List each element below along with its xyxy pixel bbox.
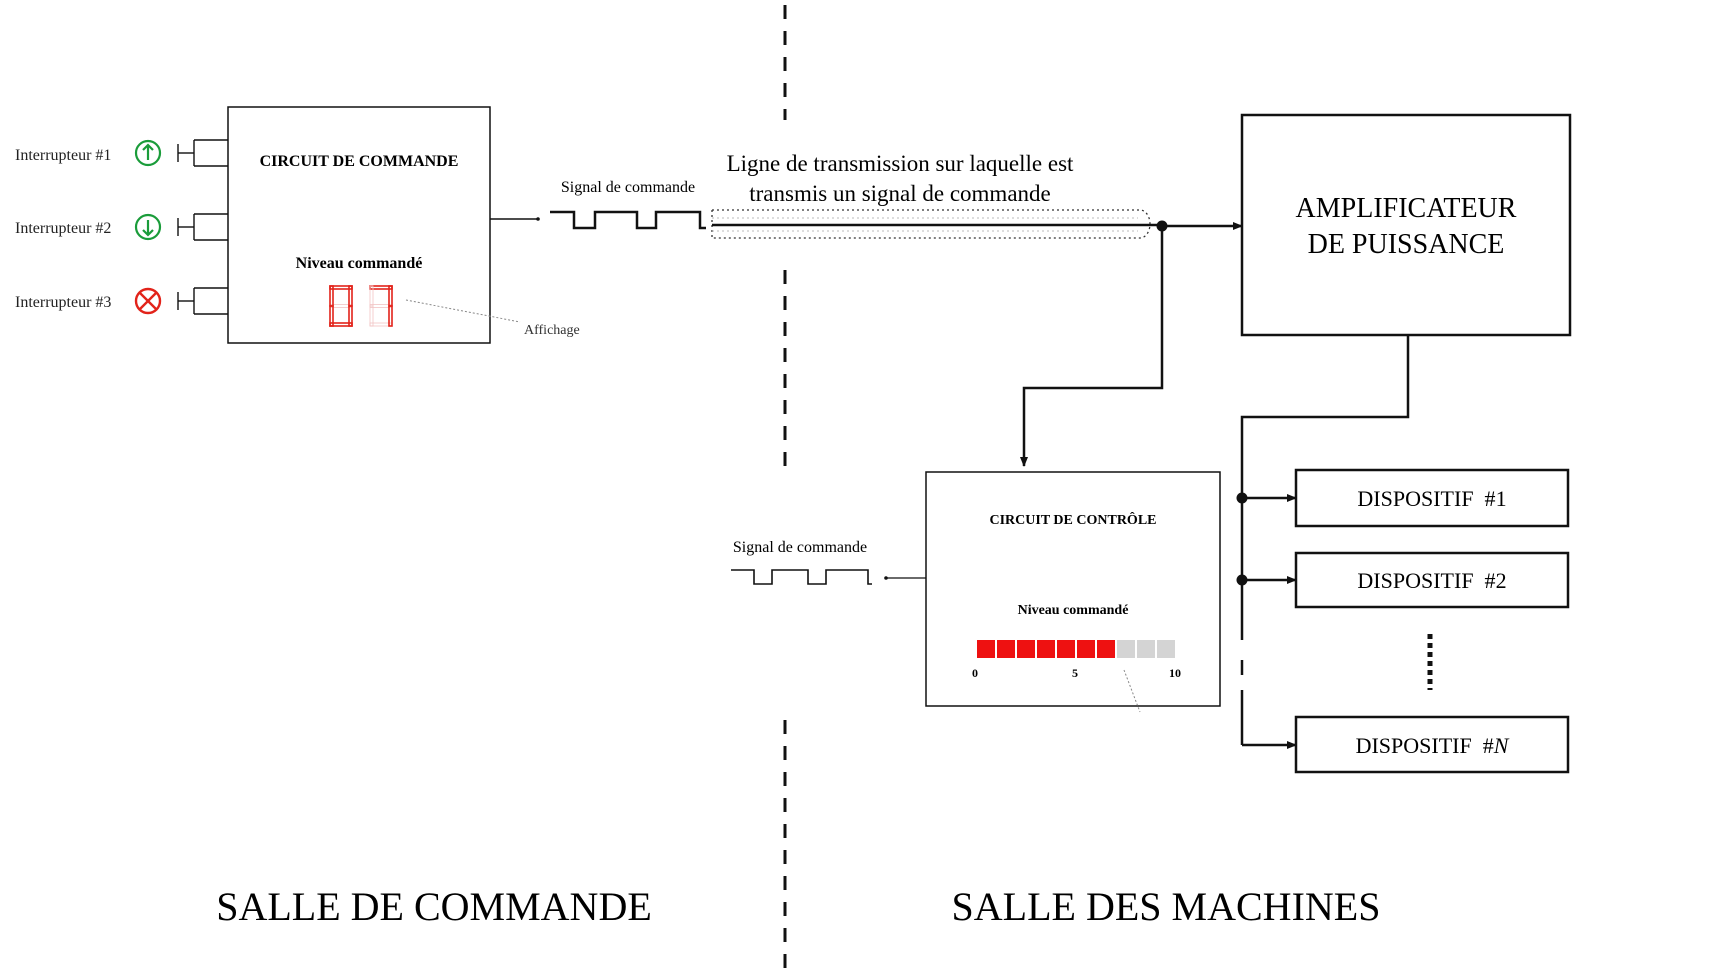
room-title-left: SALLE DE COMMANDE <box>216 884 652 929</box>
level-bar-cell <box>1157 640 1175 658</box>
amplifier-output-bus <box>1240 335 1410 640</box>
level-bar-graph <box>977 640 1175 658</box>
scale-label-10: 10 <box>1169 666 1181 680</box>
control-circuit-level-label: Niveau commandé <box>1018 603 1129 618</box>
signal-top-waveform <box>550 210 706 230</box>
switch-connector-1 <box>177 139 228 167</box>
transmission-line-text-1: Ligne de transmission sur laquelle est <box>727 151 1074 176</box>
device-label-1: DISPOSITIF #1 <box>1357 486 1506 511</box>
level-bar-cell <box>977 640 995 658</box>
cross-circle-icon[interactable] <box>134 287 162 315</box>
level-bar-cell <box>1057 640 1075 658</box>
branch-to-control-circuit <box>1020 226 1164 467</box>
amplifier-box <box>1240 113 1572 337</box>
command-circuit-title: CIRCUIT DE COMMANDE <box>260 153 459 170</box>
seven-segment-display <box>329 285 393 327</box>
switch-label-3: Interrupteur #3 <box>15 294 111 311</box>
bar-leader-line <box>1123 669 1141 713</box>
command-circuit-box <box>227 106 491 344</box>
room-title-right: SALLE DES MACHINES <box>952 884 1381 929</box>
scale-label-5: 5 <box>1072 666 1078 680</box>
level-bar-cell <box>1137 640 1155 658</box>
control-circuit-title: CIRCUIT DE CONTRÔLE <box>990 511 1157 528</box>
segment-e <box>329 305 334 327</box>
device-box-1 <box>1294 468 1570 528</box>
device-label-2: DISPOSITIF #2 <box>1357 568 1506 593</box>
segment-e <box>369 305 374 327</box>
segment-c <box>388 305 393 327</box>
transmission-line-text-2: transmis un signal de commande <box>749 181 1051 206</box>
amplifier-title-1: AMPLIFICATEUR <box>1296 193 1517 224</box>
amplifier-title-2: DE PUISSANCE <box>1308 229 1505 260</box>
signal-bottom-waveform <box>731 569 872 585</box>
transmission-cable <box>711 209 1162 239</box>
control-circuit-box <box>925 471 1221 707</box>
switch-label-2: Interrupteur #2 <box>15 220 111 237</box>
device-label-n: DISPOSITIF #N <box>1356 733 1510 758</box>
device-box-n <box>1294 715 1570 774</box>
level-bar-cell <box>1077 640 1095 658</box>
display-note: Affichage <box>524 323 580 338</box>
level-bar-cell <box>997 640 1015 658</box>
switch-connector-3 <box>177 287 228 315</box>
display-leader-line <box>405 299 521 323</box>
level-bar-cell <box>1017 640 1035 658</box>
level-bar-cell <box>1117 640 1135 658</box>
command-circuit-level-label: Niveau commandé <box>296 255 423 272</box>
signal-top-label: Signal de commande <box>561 179 695 196</box>
command-output-dot <box>536 217 540 221</box>
level-bar-cell <box>1037 640 1055 658</box>
arrow-down-circle-icon[interactable] <box>134 213 162 241</box>
switch-label-1: Interrupteur #1 <box>15 147 111 164</box>
scale-label-0: 0 <box>972 666 978 680</box>
switch-connector-2 <box>177 213 228 241</box>
signal-bottom-label: Signal de commande <box>733 539 867 556</box>
level-bar-cell <box>1097 640 1115 658</box>
arrow-up-circle-icon[interactable] <box>134 139 162 167</box>
device-box-2 <box>1294 551 1570 609</box>
segment-c <box>348 305 353 327</box>
